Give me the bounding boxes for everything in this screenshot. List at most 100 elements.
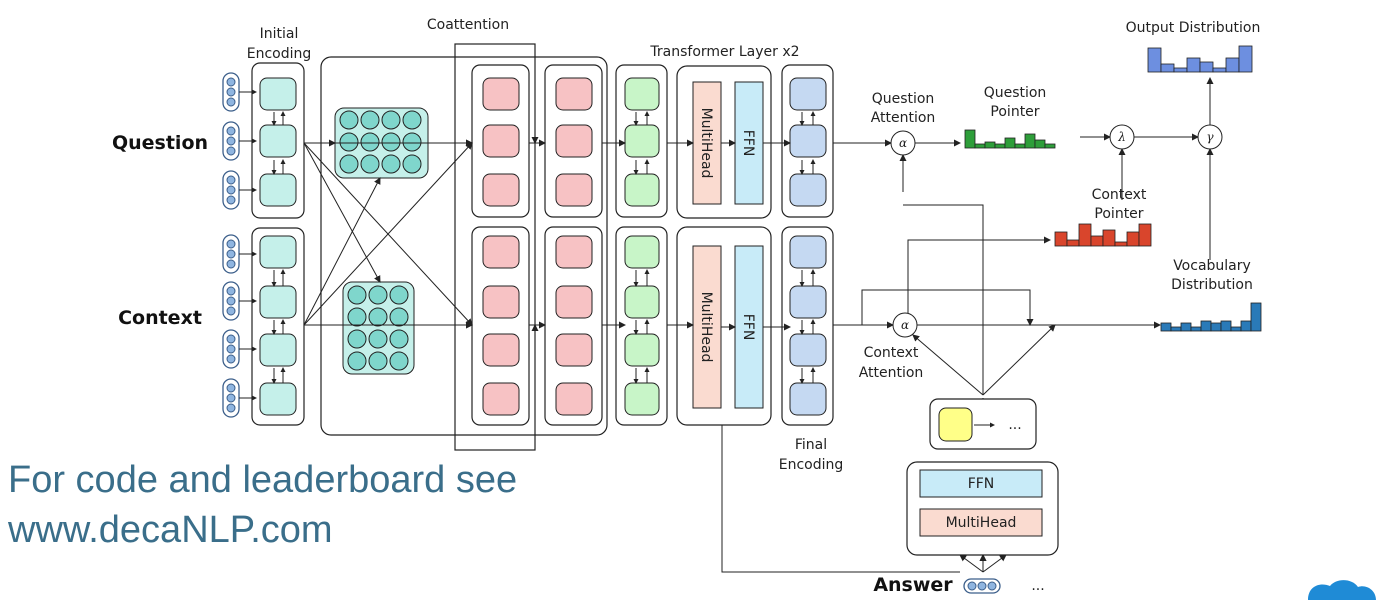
answer-fan [982,554,1007,573]
attention-matrix-cell [347,307,367,327]
attention-matrix-cell [402,132,422,152]
final-encoding-context-column [781,226,834,426]
attention-matrix-cell [347,329,367,349]
initial-encoding-cell [259,173,297,207]
answer-multihead-label: MultiHead [946,515,1017,531]
answer-ellipsis: ... [1031,578,1044,594]
coattention-cell [482,285,520,319]
footer-note-line-1: For code and leaderboard see [8,459,518,501]
question-pointer-bar [1044,143,1056,149]
lambda-symbol: λ [1117,130,1126,144]
final-encoding-cell [789,235,827,269]
input-token-circle [226,296,236,306]
input-token-circle [226,393,236,403]
lambda-switch-node [1109,124,1135,150]
attention-matrix-cell [389,307,409,327]
green-cell [624,124,660,158]
attention-matrix-cell [402,154,422,174]
input-token-circle [226,239,236,249]
salesforce-cloud-logo [1308,580,1376,600]
question-attention-label-2: Attention [871,110,936,126]
input-token-circle [226,77,236,87]
question-pointer-bar [1004,137,1016,149]
attention-matrix-cell [368,307,388,327]
context-pointer-bar [1138,223,1152,247]
answer-token-group [963,578,1001,594]
context-attention-node [892,312,918,338]
coattention-outer-box [320,56,608,436]
final-encoding-cells [789,77,827,416]
multihead-context-label: MultiHead [698,292,714,363]
input-token-circle [226,97,236,107]
footer-url[interactable]: www.decaNLP.com [8,509,333,551]
input-token-circle [226,286,236,296]
attention-matrix-cell [360,110,380,130]
initial-encoding-context-box [251,227,305,426]
to-context-pointer [907,236,1051,318]
multihead-question-block [692,81,722,205]
output-distribution-label: Output Distribution [1126,20,1261,36]
c-to-qmatrix [303,177,381,326]
qattn-from-answer [903,204,984,395]
context-pointer-bar [1090,235,1104,247]
final-encoding-cell [789,77,827,111]
coattention-label: Coattention [427,17,509,33]
transformer-label: Transformer Layer x2 [649,44,799,60]
vocabulary-bar [1160,322,1172,332]
vocabulary-bar [1230,326,1242,332]
context-pointer-bar [1078,223,1092,247]
green-cell [624,77,660,111]
coattention-cell [555,235,593,269]
attention-matrix-cell [389,285,409,305]
transformer-to-answer [721,425,960,573]
input-token-circle [226,306,236,316]
question-pointer-bar [994,143,1006,149]
question-pointer-bar [984,141,996,149]
question-pointer-bar [1024,133,1036,149]
final-encoding-cell [789,382,827,416]
initial-encoding-cell [259,77,297,111]
output-distribution-bar [1160,63,1175,73]
attention-matrix-cell [360,154,380,174]
connection-lines [303,57,1214,573]
output-distribution-bar [1212,67,1227,73]
input-token-circle [226,87,236,97]
attention-matrix-cell [368,351,388,371]
coattention-cell [482,77,520,111]
answer-to-calpha [912,334,984,396]
initial-encoding-label-2: Encoding [247,46,312,62]
question-label: Question [112,132,208,154]
input-token-circle [226,344,236,354]
green-cell [624,382,660,416]
ffn-question-label: FFN [740,130,756,157]
ffn-context-label: FFN [740,314,756,341]
answer-multihead-block [919,508,1043,537]
initial-encoding-cell [259,285,297,319]
output-distribution-bar [1238,45,1253,73]
input-token-circle [226,185,236,195]
coattention-cell [482,382,520,416]
input-token-circle [226,136,236,146]
coattention-cell [555,173,593,207]
vocabulary-bar [1170,326,1182,332]
answer-to-vocab [982,324,1056,396]
coattention-cell [555,77,593,111]
context-pointer-bar [1066,239,1080,247]
c-cross-q [303,142,473,326]
q-to-cmatrix [303,142,381,283]
answer-token-circle [977,581,987,591]
question-pointer-label: Question [984,85,1047,101]
output-distribution-bar [1147,47,1162,73]
green-cell [624,235,660,269]
context-pointer-label: Context [1092,187,1147,203]
context-skip [861,289,1034,326]
final-encoding-cell [789,285,827,319]
context-matrix-circles [347,285,409,371]
vocabulary-distribution-label-2: Distribution [1171,277,1253,293]
attention-matrix-cell [381,154,401,174]
input-token-circle [226,259,236,269]
coattention-cell [555,382,593,416]
input-token-groups [222,72,257,418]
input-token-circle [226,403,236,413]
vocabulary-bar [1220,320,1232,332]
